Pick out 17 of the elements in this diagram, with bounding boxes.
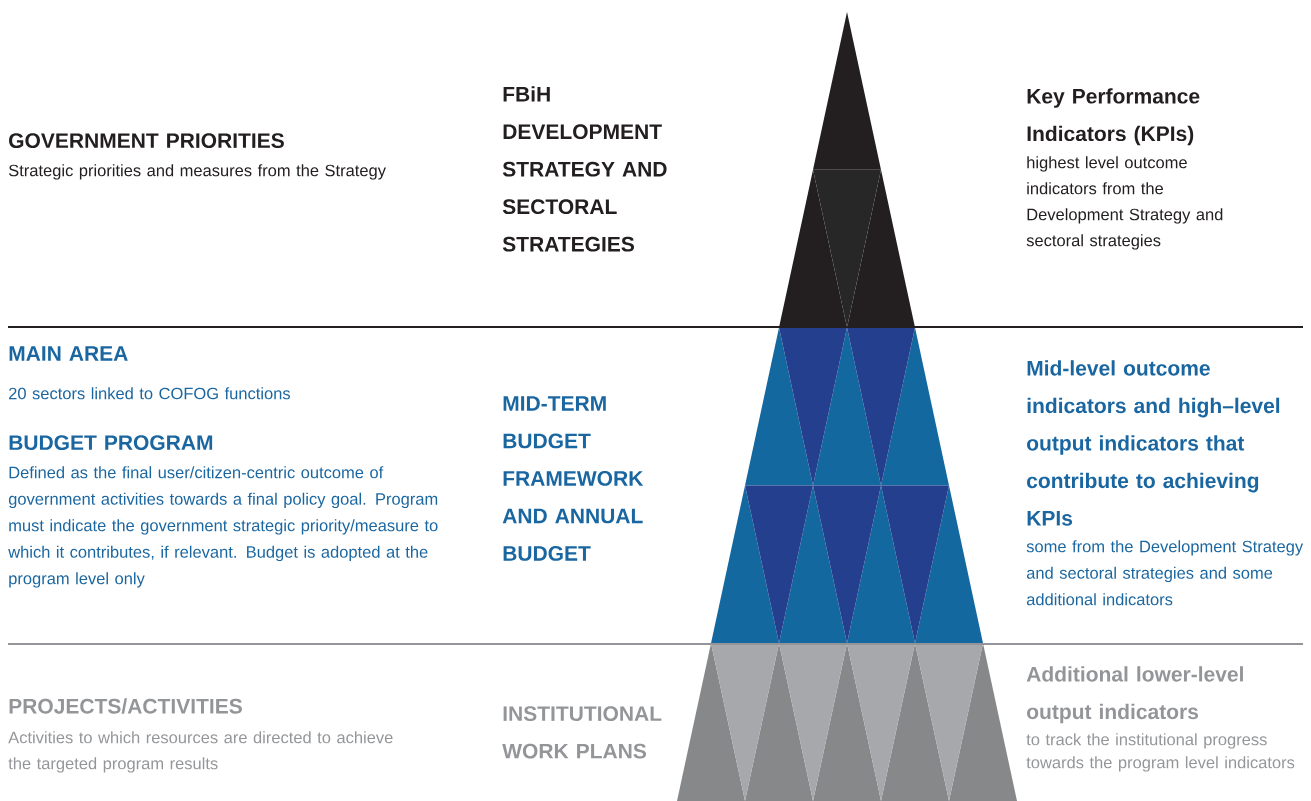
description-text: Activities to which resources are directed to achieve the targeted program results (8, 731, 393, 773)
heading: Key Performance Indicators (KPIs) (1027, 88, 1200, 146)
description-text: highest level outcome indicators from the Development Strategy and sectoral strategies (1026, 156, 1223, 250)
heading: GOVERNMENT PRIORITIES (9, 133, 284, 149)
heading: Mid-level outcome indicators and high–level output indicators that contribute to achieving KPIs (1027, 360, 1280, 526)
description-text: to track the institutional progress towards the program level indicators (1026, 733, 1295, 772)
description-text: Strategic priorities and measures from the Strategy (8, 164, 386, 180)
heading: MID-TERM BUDGET FRAMEWORK AND ANNUAL BUDGET (502, 396, 644, 561)
heading: BUDGET PROGRAM (9, 435, 213, 451)
description-text: Defined as the final user/citizen-centric outcome of government activities towards a final policy goal. Program must indicate the government strategic priority/measure to which it contributes, if relevant. Budget is adopted at the program level only (8, 466, 438, 588)
description-text: some from the Development Strategy and sectoral strategies and some additional indicators (1026, 540, 1304, 606)
heading: INSTITUTIONAL WORK PLANS (502, 706, 662, 759)
heading: FBiH DEVELOPMENT STRATEGY AND SECTORAL STRATEGIES (502, 86, 667, 252)
heading: Additional lower-level output indicators (1026, 666, 1243, 724)
description-text: 20 sectors linked to COFOG functions (9, 387, 290, 400)
heading: PROJECTS/ACTIVITIES (9, 698, 242, 714)
heading: MAIN AREA (9, 346, 128, 361)
